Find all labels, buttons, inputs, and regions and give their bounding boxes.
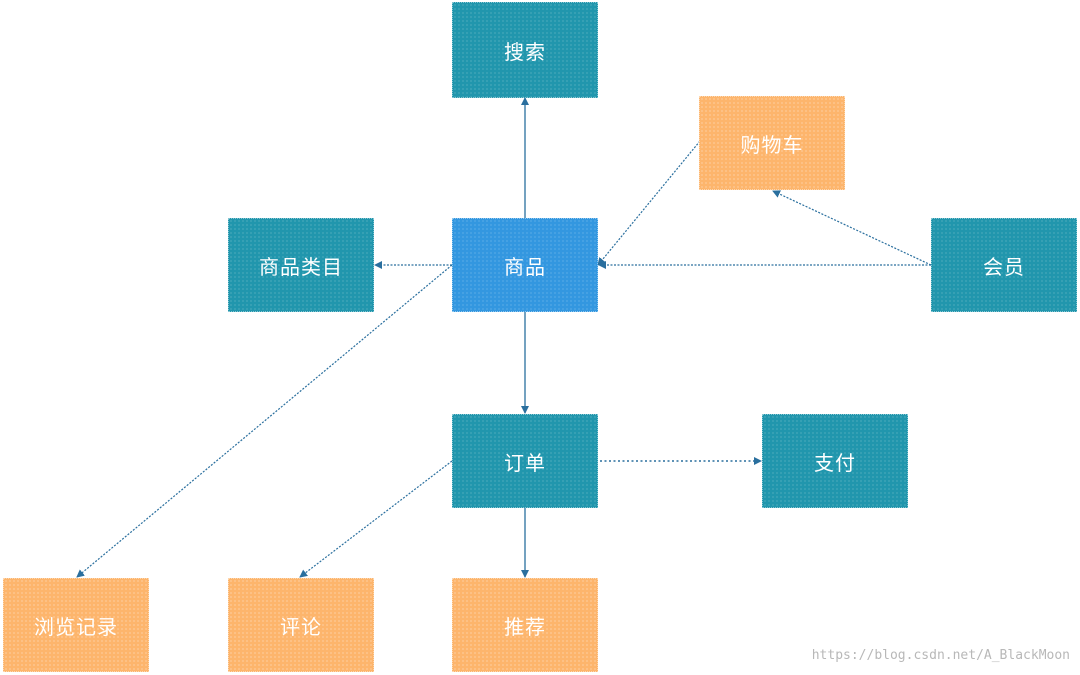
node-member-label: 会员 bbox=[983, 254, 1025, 279]
node-payment: 支付 bbox=[762, 414, 908, 508]
edge-product-history bbox=[76, 264, 453, 578]
node-search: 搜索 bbox=[452, 2, 598, 98]
node-category: 商品类目 bbox=[228, 218, 374, 312]
node-comment: 评论 bbox=[228, 578, 374, 672]
node-category-label: 商品类目 bbox=[259, 254, 343, 279]
node-product-label: 商品 bbox=[504, 254, 546, 279]
edge-cart-product bbox=[597, 140, 701, 266]
node-order-label: 订单 bbox=[504, 450, 546, 475]
node-payment-label: 支付 bbox=[814, 450, 856, 475]
node-recommend-label: 推荐 bbox=[504, 614, 546, 639]
node-member: 会员 bbox=[931, 218, 1077, 312]
node-comment-label: 评论 bbox=[280, 614, 322, 639]
edge-order-comment bbox=[299, 460, 453, 578]
node-product: 商品 bbox=[452, 218, 598, 312]
node-order: 订单 bbox=[452, 414, 598, 508]
edge-member-cart bbox=[772, 190, 932, 266]
node-recommend: 推荐 bbox=[452, 578, 598, 672]
node-cart: 购物车 bbox=[699, 96, 845, 190]
node-cart-label: 购物车 bbox=[740, 132, 804, 157]
node-search-label: 搜索 bbox=[504, 39, 546, 64]
node-history-label: 浏览记录 bbox=[34, 614, 118, 639]
node-history: 浏览记录 bbox=[3, 578, 149, 672]
watermark-text: https://blog.csdn.net/A_BlackMoon bbox=[811, 648, 1070, 663]
